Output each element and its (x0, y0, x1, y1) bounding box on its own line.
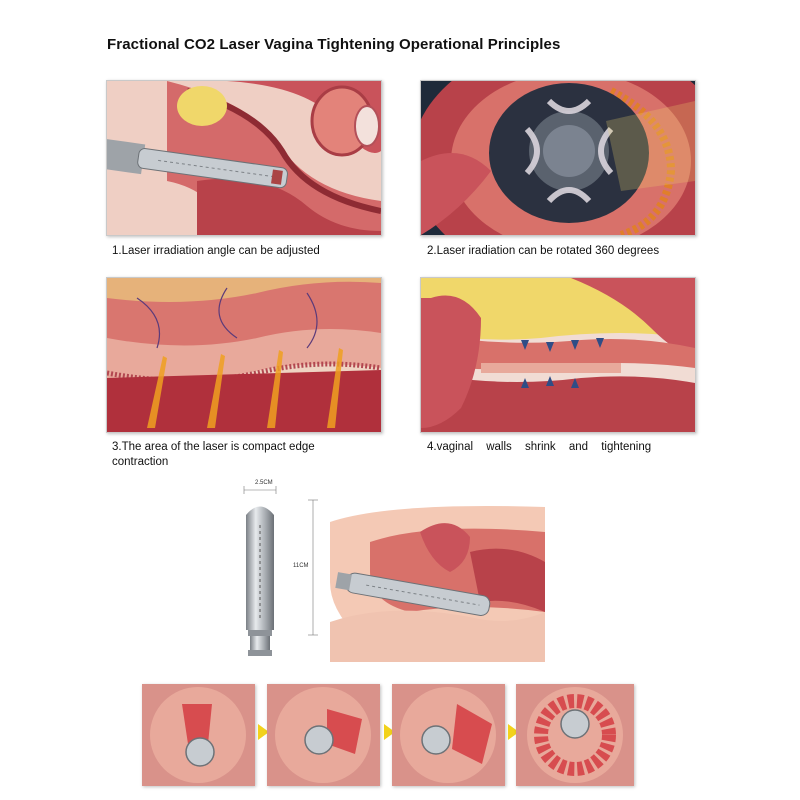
step-arrow-3 (508, 724, 519, 740)
step-arrow-2 (384, 724, 395, 740)
strip-step-1-svg (142, 684, 255, 786)
panel-laser-rotation (420, 80, 696, 236)
probe-illustration (238, 480, 328, 670)
probe-device-svg (243, 486, 318, 656)
strip-step-4-svg (516, 684, 634, 786)
caption-panel-3-line2: contraction (112, 456, 169, 468)
probe-length-label: 11CM (293, 563, 309, 569)
caption-panel-3: 3.The area of the laser is compact edge … (112, 440, 315, 470)
tissue-cross-section-illustration (107, 278, 381, 432)
anatomy-laser-angle-illustration (107, 81, 381, 235)
strip-step-3-svg (392, 684, 505, 786)
panel-laser-angle (106, 80, 382, 236)
page-title: Fractional CO2 Laser Vagina Tightening O… (107, 36, 561, 53)
strip-frame-3 (392, 684, 505, 786)
strip-frame-1 (142, 684, 255, 786)
caption-panel-2: 2.Laser iradiation can be rotated 360 de… (427, 245, 660, 257)
strip-step-2-svg (267, 684, 380, 786)
caption-panel-4: 4.vaginal walls shrink and tightening (427, 441, 652, 453)
walls-shrink-illustration (421, 278, 695, 432)
strip-frame-2 (267, 684, 380, 786)
panel-walls-shrink (420, 277, 696, 433)
panel-compact-edge (106, 277, 382, 433)
probe-width-label: 2.5CM (255, 480, 273, 486)
step-arrow-1 (258, 724, 269, 740)
insertion-svg (330, 502, 545, 662)
laser-rotation-illustration (421, 81, 695, 235)
strip-frame-4 (516, 684, 634, 786)
insertion-illustration (330, 502, 545, 662)
caption-panel-1: 1.Laser irradiation angle can be adjuste… (112, 245, 320, 257)
caption-panel-3-line1: 3.The area of the laser is compact edge (112, 441, 315, 453)
